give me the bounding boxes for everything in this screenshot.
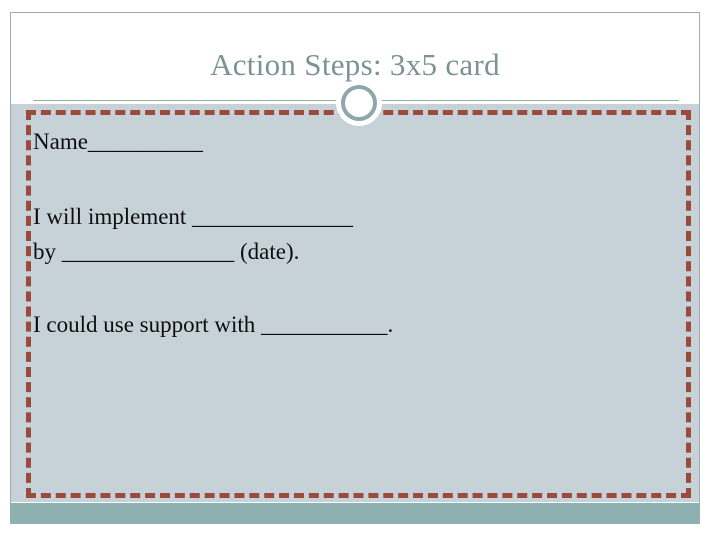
paragraph-spacer <box>33 159 683 199</box>
circle-ring-decoration-icon <box>341 85 377 121</box>
card-text-block: Name__________ I will implement ________… <box>33 124 683 342</box>
body-panel <box>11 104 699 502</box>
card-line-support: I could use support with ___________. <box>33 312 394 337</box>
card-line-implement-first: I will implement ______________ <box>33 204 354 229</box>
bottom-accent-bar <box>11 503 699 524</box>
slide-title: Action Steps: 3x5 card <box>210 47 500 82</box>
paragraph-spacer <box>33 269 683 307</box>
card-line-implement-second: by _______________ (date). <box>33 239 300 264</box>
card-line-name: Name__________ <box>33 129 203 154</box>
